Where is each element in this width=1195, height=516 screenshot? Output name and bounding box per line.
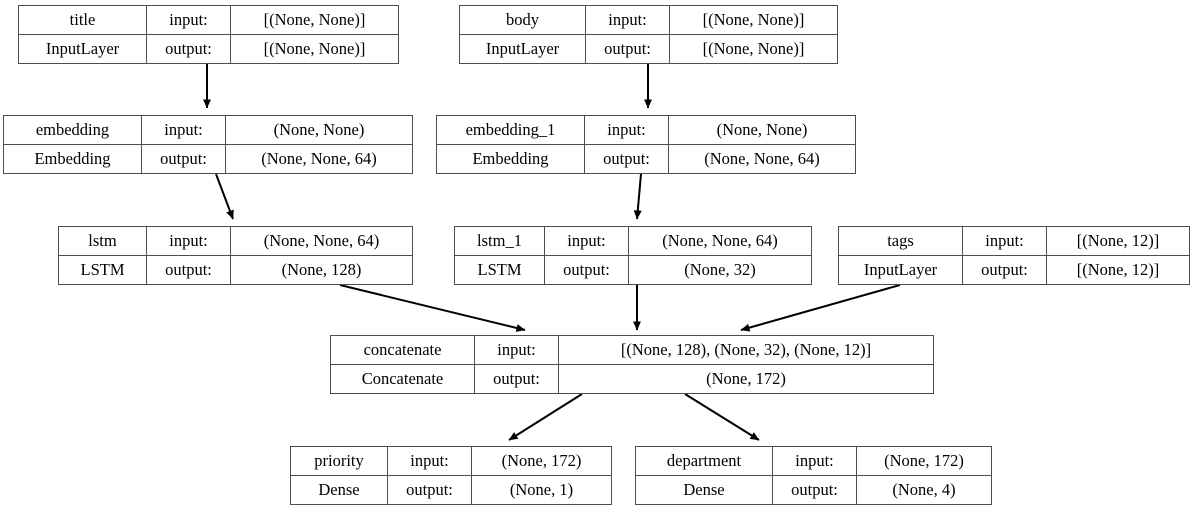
node-title-layer-name: title <box>19 6 147 34</box>
node-title-input-shape: [(None, None)] <box>263 9 366 29</box>
node-body-layer-name: body <box>460 6 586 34</box>
node-title-output-label: output: <box>147 35 231 63</box>
node-lstm-output-shape: (None, 128) <box>281 259 362 279</box>
node-lstm-1-input-label: input: <box>545 227 629 255</box>
node-priority-output-shape: (None, 1) <box>509 479 574 499</box>
node-body-output-shape: [(None, None)] <box>702 38 805 58</box>
node-department-input-shape: (None, 172) <box>884 450 964 470</box>
node-embedding-input-shape: (None, None) <box>273 119 365 139</box>
node-department[interactable]: department input: (None, 172) Dense outp… <box>635 446 992 505</box>
node-embedding-1-class-name: Embedding <box>437 145 585 173</box>
node-embedding-1-input-label: input: <box>585 116 669 144</box>
node-lstm-input-label: input: <box>147 227 231 255</box>
node-lstm-output-row: LSTM output: (None, 128) <box>59 256 412 284</box>
node-tags[interactable]: tags input: [(None, 12)] InputLayer outp… <box>838 226 1190 285</box>
node-department-input-label: input: <box>773 447 857 475</box>
node-lstm-1-input-row: lstm_1 input: (None, None, 64) <box>455 227 811 256</box>
node-lstm-1-output-row: LSTM output: (None, 32) <box>455 256 811 284</box>
node-title[interactable]: title input: [(None, None)] InputLayer o… <box>18 5 399 64</box>
node-embedding-class-name: Embedding <box>4 145 142 173</box>
node-lstm-class-name: LSTM <box>59 256 147 284</box>
node-embedding-input-row: embedding input: (None, None) <box>4 116 412 145</box>
node-tags-output-label: output: <box>963 256 1047 284</box>
node-concatenate-input-label: input: <box>475 336 559 364</box>
node-lstm-1[interactable]: lstm_1 input: (None, None, 64) LSTM outp… <box>454 226 812 285</box>
node-priority[interactable]: priority input: (None, 172) Dense output… <box>290 446 612 505</box>
node-title-input-row: title input: [(None, None)] <box>19 6 398 35</box>
node-embedding-1-output-shape: (None, None, 64) <box>704 148 820 168</box>
node-concatenate-input-row: concatenate input: [(None, 128), (None, … <box>331 336 933 365</box>
node-body-input-row: body input: [(None, None)] <box>460 6 837 35</box>
node-tags-input-label: input: <box>963 227 1047 255</box>
node-embedding-output-label: output: <box>142 145 226 173</box>
node-department-output-label: output: <box>773 476 857 504</box>
edge-tags-to-concatenate <box>740 284 901 332</box>
node-body-output-row: InputLayer output: [(None, None)] <box>460 35 837 63</box>
node-tags-input-shape: [(None, 12)] <box>1076 230 1160 250</box>
node-body[interactable]: body input: [(None, None)] InputLayer ou… <box>459 5 838 64</box>
node-department-output-shape: (None, 4) <box>892 479 956 499</box>
node-body-input-label: input: <box>586 6 670 34</box>
node-embedding-1-layer-name: embedding_1 <box>437 116 585 144</box>
node-concatenate-output-shape: (None, 172) <box>706 368 786 388</box>
node-department-output-row: Dense output: (None, 4) <box>636 476 991 504</box>
edge-embedding-1-to-lstm-1 <box>633 173 642 220</box>
node-tags-class-name: InputLayer <box>839 256 963 284</box>
node-lstm-1-output-label: output: <box>545 256 629 284</box>
node-lstm-1-layer-name: lstm_1 <box>455 227 545 255</box>
node-priority-output-label: output: <box>388 476 472 504</box>
node-tags-input-row: tags input: [(None, 12)] <box>839 227 1189 256</box>
node-lstm-1-class-name: LSTM <box>455 256 545 284</box>
node-tags-output-row: InputLayer output: [(None, 12)] <box>839 256 1189 284</box>
node-priority-input-row: priority input: (None, 172) <box>291 447 611 476</box>
node-embedding-1[interactable]: embedding_1 input: (None, None) Embeddin… <box>436 115 856 174</box>
node-embedding-1-output-label: output: <box>585 145 669 173</box>
node-title-class-name: InputLayer <box>19 35 147 63</box>
edge-concatenate-to-department <box>684 393 760 441</box>
node-lstm[interactable]: lstm input: (None, None, 64) LSTM output… <box>58 226 413 285</box>
node-title-output-shape: [(None, None)] <box>263 38 366 58</box>
node-concatenate-input-shape: [(None, 128), (None, 32), (None, 12)] <box>620 339 872 359</box>
node-embedding-1-output-row: Embedding output: (None, None, 64) <box>437 145 855 173</box>
node-priority-layer-name: priority <box>291 447 388 475</box>
node-concatenate-output-row: Concatenate output: (None, 172) <box>331 365 933 393</box>
node-priority-input-shape: (None, 172) <box>501 450 582 470</box>
node-lstm-input-shape: (None, None, 64) <box>263 230 380 250</box>
node-title-input-label: input: <box>147 6 231 34</box>
edge-concatenate-to-priority <box>508 393 583 441</box>
edge-lstm-to-concatenate <box>339 284 526 332</box>
node-department-class-name: Dense <box>636 476 773 504</box>
node-body-output-label: output: <box>586 35 670 63</box>
node-lstm-layer-name: lstm <box>59 227 147 255</box>
node-tags-output-shape: [(None, 12)] <box>1076 259 1160 279</box>
node-lstm-1-output-shape: (None, 32) <box>684 259 756 279</box>
node-embedding-1-input-row: embedding_1 input: (None, None) <box>437 116 855 145</box>
node-lstm-1-input-shape: (None, None, 64) <box>662 230 778 250</box>
node-concatenate[interactable]: concatenate input: [(None, 128), (None, … <box>330 335 934 394</box>
node-lstm-input-row: lstm input: (None, None, 64) <box>59 227 412 256</box>
edge-embedding-to-lstm <box>215 173 234 220</box>
node-department-input-row: department input: (None, 172) <box>636 447 991 476</box>
node-embedding[interactable]: embedding input: (None, None) Embedding … <box>3 115 413 174</box>
node-priority-class-name: Dense <box>291 476 388 504</box>
node-concatenate-class-name: Concatenate <box>331 365 475 393</box>
node-lstm-output-label: output: <box>147 256 231 284</box>
node-embedding-output-shape: (None, None, 64) <box>261 148 377 168</box>
node-concatenate-layer-name: concatenate <box>331 336 475 364</box>
node-embedding-layer-name: embedding <box>4 116 142 144</box>
node-embedding-1-input-shape: (None, None) <box>716 119 808 139</box>
node-embedding-input-label: input: <box>142 116 226 144</box>
node-embedding-output-row: Embedding output: (None, None, 64) <box>4 145 412 173</box>
node-body-class-name: InputLayer <box>460 35 586 63</box>
node-priority-output-row: Dense output: (None, 1) <box>291 476 611 504</box>
node-department-layer-name: department <box>636 447 773 475</box>
node-title-output-row: InputLayer output: [(None, None)] <box>19 35 398 63</box>
node-concatenate-output-label: output: <box>475 365 559 393</box>
node-body-input-shape: [(None, None)] <box>702 9 805 29</box>
node-priority-input-label: input: <box>388 447 472 475</box>
node-tags-layer-name: tags <box>839 227 963 255</box>
